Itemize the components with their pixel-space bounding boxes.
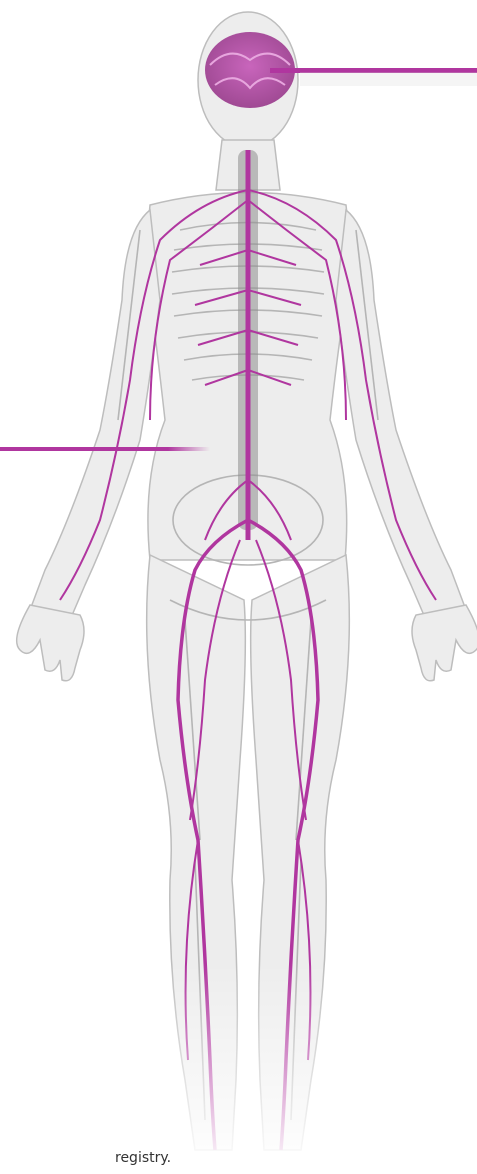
caption-text: registry. bbox=[115, 1150, 171, 1166]
